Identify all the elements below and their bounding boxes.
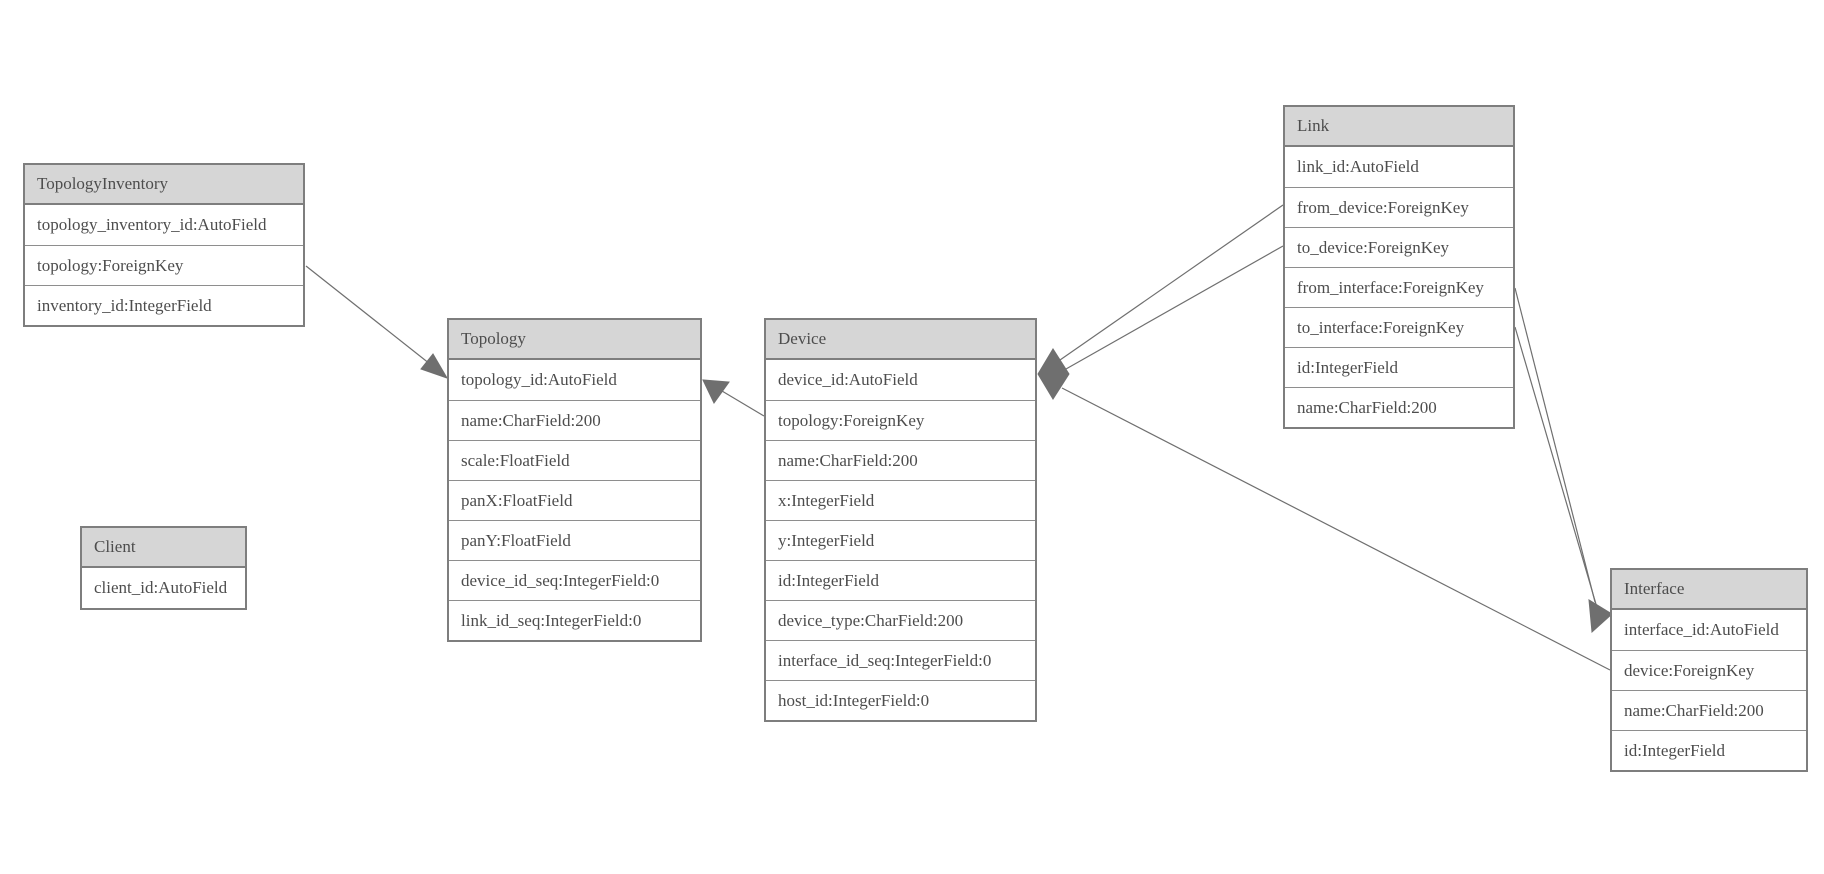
field-row: topology_inventory_id:AutoField xyxy=(25,205,303,245)
field-row: device:ForeignKey xyxy=(1612,650,1806,690)
field-row: interface_id_seq:IntegerField:0 xyxy=(766,640,1035,680)
relation-link-todevice-to-device xyxy=(1065,245,1284,370)
entity-client: Client client_id:AutoField xyxy=(80,526,247,610)
field-row: link_id:AutoField xyxy=(1285,147,1513,187)
entity-device-title: Device xyxy=(766,320,1035,360)
entity-topologyinventory-title: TopologyInventory xyxy=(25,165,303,205)
relation-link-fromdevice-to-device xyxy=(1059,204,1284,361)
field-row: device_id:AutoField xyxy=(766,360,1035,400)
entity-interface-title: Interface xyxy=(1612,570,1806,610)
entity-link-title: Link xyxy=(1285,107,1513,147)
arrowhead-topology-from-topologyinventory-icon xyxy=(420,353,449,379)
field-row: id:IntegerField xyxy=(1612,730,1806,770)
field-row: id:IntegerField xyxy=(766,560,1035,600)
relation-link-frominterface-to-interface xyxy=(1514,287,1596,603)
field-row: topology:ForeignKey xyxy=(25,245,303,285)
field-row: id:IntegerField xyxy=(1285,347,1513,387)
entity-client-fields: client_id:AutoField xyxy=(82,568,245,608)
field-row: scale:FloatField xyxy=(449,440,700,480)
arrowhead-interface-from-link-icon xyxy=(1588,599,1613,634)
field-row: client_id:AutoField xyxy=(82,568,245,608)
entity-topology-title: Topology xyxy=(449,320,700,360)
field-row: to_interface:ForeignKey xyxy=(1285,307,1513,347)
field-row: name:CharField:200 xyxy=(766,440,1035,480)
field-row: inventory_id:IntegerField xyxy=(25,285,303,325)
field-row: x:IntegerField xyxy=(766,480,1035,520)
entity-client-title: Client xyxy=(82,528,245,568)
relation-device-to-topology xyxy=(721,390,765,417)
field-row: topology_id:AutoField xyxy=(449,360,700,400)
arrowhead-topology-from-device-icon xyxy=(702,379,730,404)
field-row: name:CharField:200 xyxy=(449,400,700,440)
field-row: host_id:IntegerField:0 xyxy=(766,680,1035,720)
relation-link-tointerface-to-interface xyxy=(1514,326,1599,612)
field-row: device_type:CharField:200 xyxy=(766,600,1035,640)
entity-topologyinventory: TopologyInventory topology_inventory_id:… xyxy=(23,163,305,327)
field-row: panY:FloatField xyxy=(449,520,700,560)
field-row: panX:FloatField xyxy=(449,480,700,520)
field-row: y:IntegerField xyxy=(766,520,1035,560)
field-row: device_id_seq:IntegerField:0 xyxy=(449,560,700,600)
field-row: name:CharField:200 xyxy=(1612,690,1806,730)
field-row: to_device:ForeignKey xyxy=(1285,227,1513,267)
field-row: from_device:ForeignKey xyxy=(1285,187,1513,227)
field-row: topology:ForeignKey xyxy=(766,400,1035,440)
field-row: from_interface:ForeignKey xyxy=(1285,267,1513,307)
arrowhead-device-diamond-icon xyxy=(1037,348,1070,400)
relation-interface-to-device xyxy=(1061,387,1611,671)
field-row: interface_id:AutoField xyxy=(1612,610,1806,650)
relation-topologyinventory-to-topology xyxy=(305,265,431,365)
field-row: name:CharField:200 xyxy=(1285,387,1513,427)
field-row: link_id_seq:IntegerField:0 xyxy=(449,600,700,640)
